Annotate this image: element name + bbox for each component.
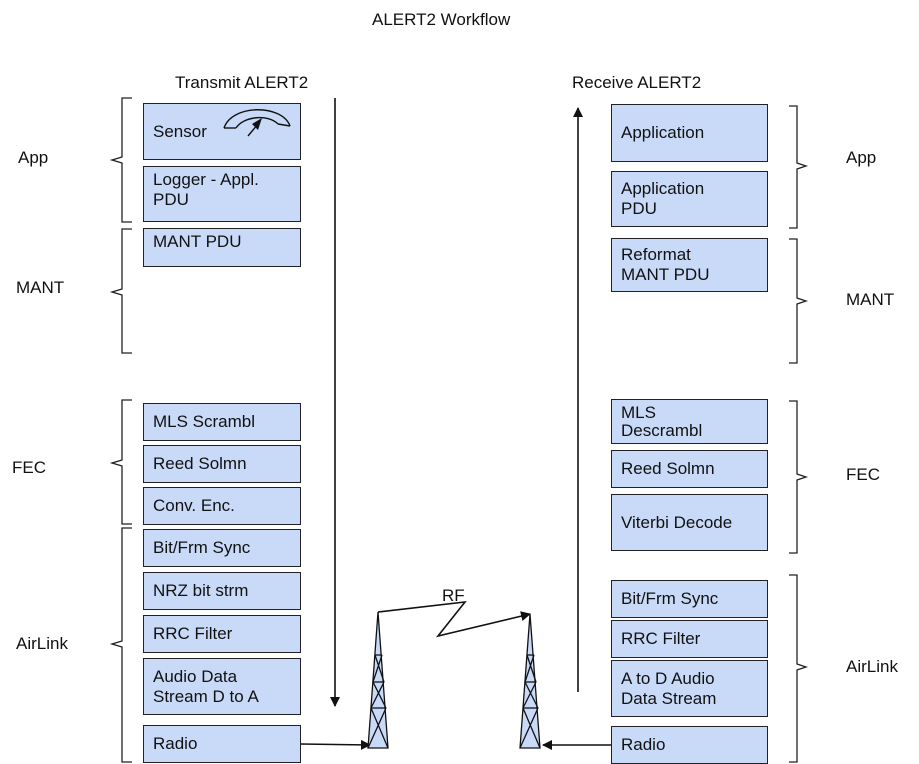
transmit-layer-mant: MANT: [16, 278, 65, 297]
rx-radio-label: Radio: [621, 735, 666, 754]
tx-audio-data-box: Audio Data Stream D to A: [143, 658, 301, 715]
transmit-layer-airlink: AirLink: [16, 634, 68, 653]
tx-bit-frm-sync-box: Bit/Frm Sync: [143, 529, 301, 567]
rx-application-box: Application: [611, 104, 768, 162]
tx-nrz-bit-strm-box: NRZ bit strm: [143, 572, 301, 610]
rx-mls-descrambl-box: MLS Descrambl: [611, 399, 768, 444]
rx-viterbi-decode-box: Viterbi Decode: [611, 494, 768, 551]
tx-radio-box: Radio: [143, 725, 301, 763]
rx-app-brace: [789, 105, 809, 229]
transmit-heading: Transmit ALERT2: [175, 73, 309, 92]
tx-rrc-filter-box: RRC Filter: [143, 615, 301, 653]
transmit-layer-app: App: [18, 148, 49, 167]
receive-layer-app: App: [846, 148, 877, 167]
receive-layer-fec: FEC: [846, 465, 880, 484]
rx-application-pdu-box: Application PDU: [611, 171, 768, 227]
rx-reformat-mant-label: Reformat MANT PDU: [621, 245, 710, 284]
tx-app-brace: [109, 97, 132, 223]
tx-mls-scrambl-box: MLS Scrambl: [143, 403, 301, 441]
tx-reed-solmn-box: Reed Solmn: [143, 445, 301, 483]
rx-application-pdu-label: Application PDU: [621, 179, 705, 218]
rx-mant-brace: [789, 238, 809, 364]
rx-radio-box: Radio: [611, 726, 768, 764]
receive-layer-airlink: AirLink: [846, 657, 898, 676]
tx-sensor-label: Sensor: [153, 121, 207, 141]
rx-a-to-d-audio-box: A to D Audio Data Stream: [611, 660, 768, 717]
tx-radio-to-tower-arrow: [300, 739, 371, 750]
tx-mant-brace: [109, 228, 132, 354]
rx-rrc-filter-box: RRC Filter: [611, 620, 768, 658]
tx-sensor-box: Sensor: [143, 103, 301, 160]
rx-reformat-mant-box: Reformat MANT PDU: [611, 238, 768, 292]
tx-rrc-filter-label: RRC Filter: [153, 624, 233, 643]
receive-heading: Receive ALERT2: [572, 73, 702, 92]
rx-rrc-filter-label: RRC Filter: [621, 629, 701, 648]
gauge-icon: [223, 109, 291, 137]
tx-conv-enc-box: Conv. Enc.: [143, 487, 301, 525]
diagram-title: ALERT2 Workflow: [372, 10, 511, 29]
rx-bit-frm-sync-box: Bit/Frm Sync: [611, 580, 768, 618]
tx-bit-frm-sync-label: Bit/Frm Sync: [153, 538, 251, 557]
tx-nrz-bit-strm-label: NRZ bit strm: [153, 581, 249, 600]
rf-signal-arrow: [377, 600, 531, 638]
tx-conv-enc-label: Conv. Enc.: [153, 496, 235, 515]
tx-radio-label: Radio: [153, 734, 198, 753]
receive-layer-mant: MANT: [846, 290, 895, 309]
antenna-tower-icon: [367, 611, 389, 749]
rx-mls-descrambl-label: MLS Descrambl: [621, 402, 703, 440]
tx-airlink-brace: [109, 527, 132, 763]
antenna-tower-icon: [519, 613, 541, 749]
tx-mant-pdu-box: MANT PDU: [143, 228, 301, 267]
rx-application-label: Application: [621, 123, 705, 142]
tx-mls-scrambl-label: MLS Scrambl: [153, 412, 256, 431]
rx-airlink-brace: [789, 574, 809, 763]
tx-logger-box: Logger - Appl. PDU: [143, 166, 301, 222]
rx-fec-brace: [789, 400, 809, 554]
tx-logger-label: Logger - Appl. PDU: [153, 170, 259, 209]
rx-a-to-d-audio-label: A to D Audio Data Stream: [621, 668, 717, 708]
tx-mant-pdu-label: MANT PDU: [153, 232, 242, 251]
transmit-layer-fec: FEC: [12, 458, 46, 477]
rx-reed-solmn-box: Reed Solmn: [611, 450, 768, 488]
tx-fec-brace: [109, 399, 132, 525]
tx-reed-solmn-label: Reed Solmn: [153, 454, 247, 473]
rf-label: RF: [442, 586, 465, 605]
tx-audio-data-label: Audio Data Stream D to A: [153, 666, 259, 706]
rx-reed-solmn-label: Reed Solmn: [621, 459, 715, 478]
rx-bit-frm-sync-label: Bit/Frm Sync: [621, 589, 719, 608]
rx-viterbi-decode-label: Viterbi Decode: [621, 512, 733, 532]
